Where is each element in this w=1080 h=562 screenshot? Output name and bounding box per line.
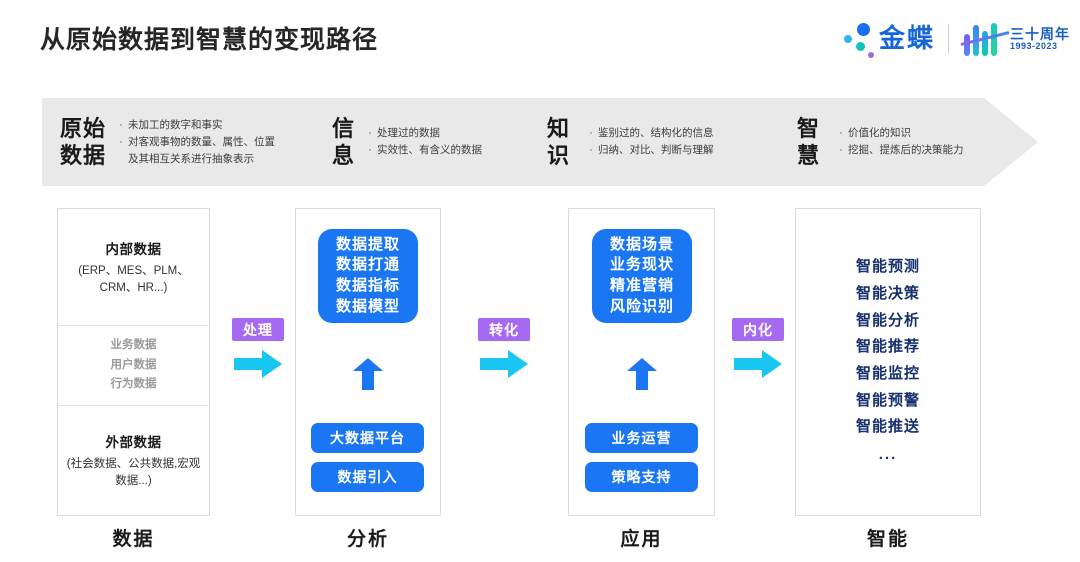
capability-line: 风险识别 xyxy=(609,297,674,315)
right-arrow-icon xyxy=(480,350,528,378)
bullet-dot: · xyxy=(119,136,123,149)
anniversary-badge: 三十周年 1993-2023 xyxy=(960,20,1070,58)
bullet-dot: · xyxy=(368,144,372,156)
footer-label-data: 数据 xyxy=(112,529,155,550)
stage-title: 智 慧 xyxy=(797,115,821,169)
brand-divider xyxy=(948,24,949,54)
stage-bullet: 挖掘、提炼后的决策能力 xyxy=(848,144,964,156)
banner-stage-information: 信 息 · 处理过的数据 · 实效性、有含义的数据 xyxy=(332,98,547,186)
brand-logo: 金蝶 三十周年 1993-2023 xyxy=(841,16,1070,62)
card-intelligence xyxy=(795,208,981,516)
segment-internal-data: 内部数据 (ERP、MES、PLM、CRM、HR...) xyxy=(58,209,209,325)
list-ellipsis: ... xyxy=(878,446,898,464)
right-arrow-icon xyxy=(734,350,782,378)
page-title: 从原始数据到智慧的变现路径 xyxy=(40,26,379,54)
connector-internalize: 内化 xyxy=(728,318,788,378)
segment-external-data: 外部数据 (社会数据、公共数据,宏观数据...) xyxy=(58,405,209,515)
footer-label-application: 应用 xyxy=(620,529,663,550)
segment-data-types: 业务数据 用户数据 行为数据 xyxy=(58,325,209,405)
connector-label: 处理 xyxy=(232,318,284,341)
anniversary-mark-icon xyxy=(960,20,1010,58)
pill-strategy-support[interactable]: 策略支持 xyxy=(585,462,698,492)
up-arrow-icon xyxy=(627,358,657,390)
list-item: 智能监控 xyxy=(855,365,920,383)
stage-bullet: 鉴别过的、结构化的信息 xyxy=(598,126,714,139)
footer-label-analysis: 分析 xyxy=(346,529,389,550)
capability-line: 数据场景 xyxy=(609,235,674,253)
bullet-dot: · xyxy=(589,126,593,139)
connector-label: 内化 xyxy=(732,318,784,341)
application-capability-box: 数据场景 业务现状 精准营销 风险识别 xyxy=(592,229,692,323)
connector-process: 处理 xyxy=(228,318,288,378)
list-item: 智能预警 xyxy=(855,391,920,409)
capability-line: 数据模型 xyxy=(335,297,400,315)
list-item: 行为数据 xyxy=(110,378,157,391)
list-item: 智能分析 xyxy=(855,311,920,329)
list-item: 智能推荐 xyxy=(855,338,920,356)
stage-title: 原始 数据 xyxy=(60,115,107,169)
analysis-capability-box: 数据提取 数据打通 数据指标 数据模型 xyxy=(318,229,418,323)
stage-bullet: 归纳、对比、判断与理解 xyxy=(598,144,714,156)
segment-subtitle: (ERP、MES、PLM、CRM、HR...) xyxy=(78,264,189,294)
pill-data-ingestion[interactable]: 数据引入 xyxy=(311,462,424,492)
dikw-arrow-banner xyxy=(42,98,1038,186)
banner-stage-raw-data: 原始 数据 · 未加工的数字和事实 · 对客观事物的数量、属性、位置及其相互关系进行… xyxy=(42,98,332,186)
capability-line: 精准营销 xyxy=(609,277,674,294)
segment-subtitle: (社会数据、公共数据,宏观数据...) xyxy=(66,458,201,487)
stage-bullet: 价值化的知识 xyxy=(848,126,912,139)
stage-bullet: 对客观事物的数量、属性、位置及其相互关系进行抽象表示 xyxy=(128,136,276,165)
pill-business-operations[interactable]: 业务运营 xyxy=(585,423,698,453)
capability-line: 数据提取 xyxy=(335,235,400,253)
stage-title: 信 息 xyxy=(332,115,356,169)
right-arrow-icon xyxy=(234,350,282,378)
stage-bullet: 实效性、有含义的数据 xyxy=(377,144,483,156)
footer-label-intelligence: 智能 xyxy=(866,529,909,550)
list-item: 智能决策 xyxy=(855,285,920,303)
capability-line: 数据指标 xyxy=(335,277,400,294)
segment-title: 内部数据 xyxy=(105,241,162,257)
anniversary-label: 三十周年 xyxy=(1010,25,1070,42)
stage-bullet: 处理过的数据 xyxy=(377,126,441,139)
capability-line: 业务现状 xyxy=(609,256,674,274)
list-item: 智能预测 xyxy=(855,258,920,276)
bullet-dot: · xyxy=(839,144,843,156)
banner-stage-knowledge: 知 识 · 鉴别过的、结构化的信息 · 归纳、对比、判断与理解 xyxy=(547,98,797,186)
up-arrow-icon xyxy=(353,358,383,390)
segment-title: 外部数据 xyxy=(105,435,162,451)
bullet-dot: · xyxy=(368,126,372,139)
brand-name: 金蝶 xyxy=(878,24,935,54)
kingdee-dots-icon xyxy=(841,19,877,59)
bullet-dot: · xyxy=(119,119,123,132)
card-data: 内部数据 (ERP、MES、PLM、CRM、HR...) 业务数据 用户数据 行… xyxy=(57,208,210,516)
stage-title: 知 识 xyxy=(547,115,571,169)
intelligence-list: 智能预测 智能决策 智能分析 智能推荐 智能监控 智能预警 智能推送 ... xyxy=(795,208,981,516)
bullet-dot: · xyxy=(839,126,843,139)
pill-big-data-platform[interactable]: 大数据平台 xyxy=(311,423,424,453)
connector-label: 转化 xyxy=(478,318,530,341)
banner-stage-wisdom: 智 慧 · 价值化的知识 · 挖掘、提炼后的决策能力 xyxy=(797,98,1038,186)
anniversary-years: 1993-2023 xyxy=(1010,40,1058,51)
dikw-banner-content: 原始 数据 · 未加工的数字和事实 · 对客观事物的数量、属性、位置及其相互关系进行… xyxy=(42,98,1038,186)
capability-line: 数据打通 xyxy=(335,256,400,274)
bullet-dot: · xyxy=(589,144,593,156)
list-item: 业务数据 xyxy=(110,339,157,352)
list-item: 智能推送 xyxy=(855,418,920,436)
stage-bullet: 未加工的数字和事实 xyxy=(128,119,223,132)
connector-transform: 转化 xyxy=(474,318,534,378)
list-item: 用户数据 xyxy=(110,358,157,371)
